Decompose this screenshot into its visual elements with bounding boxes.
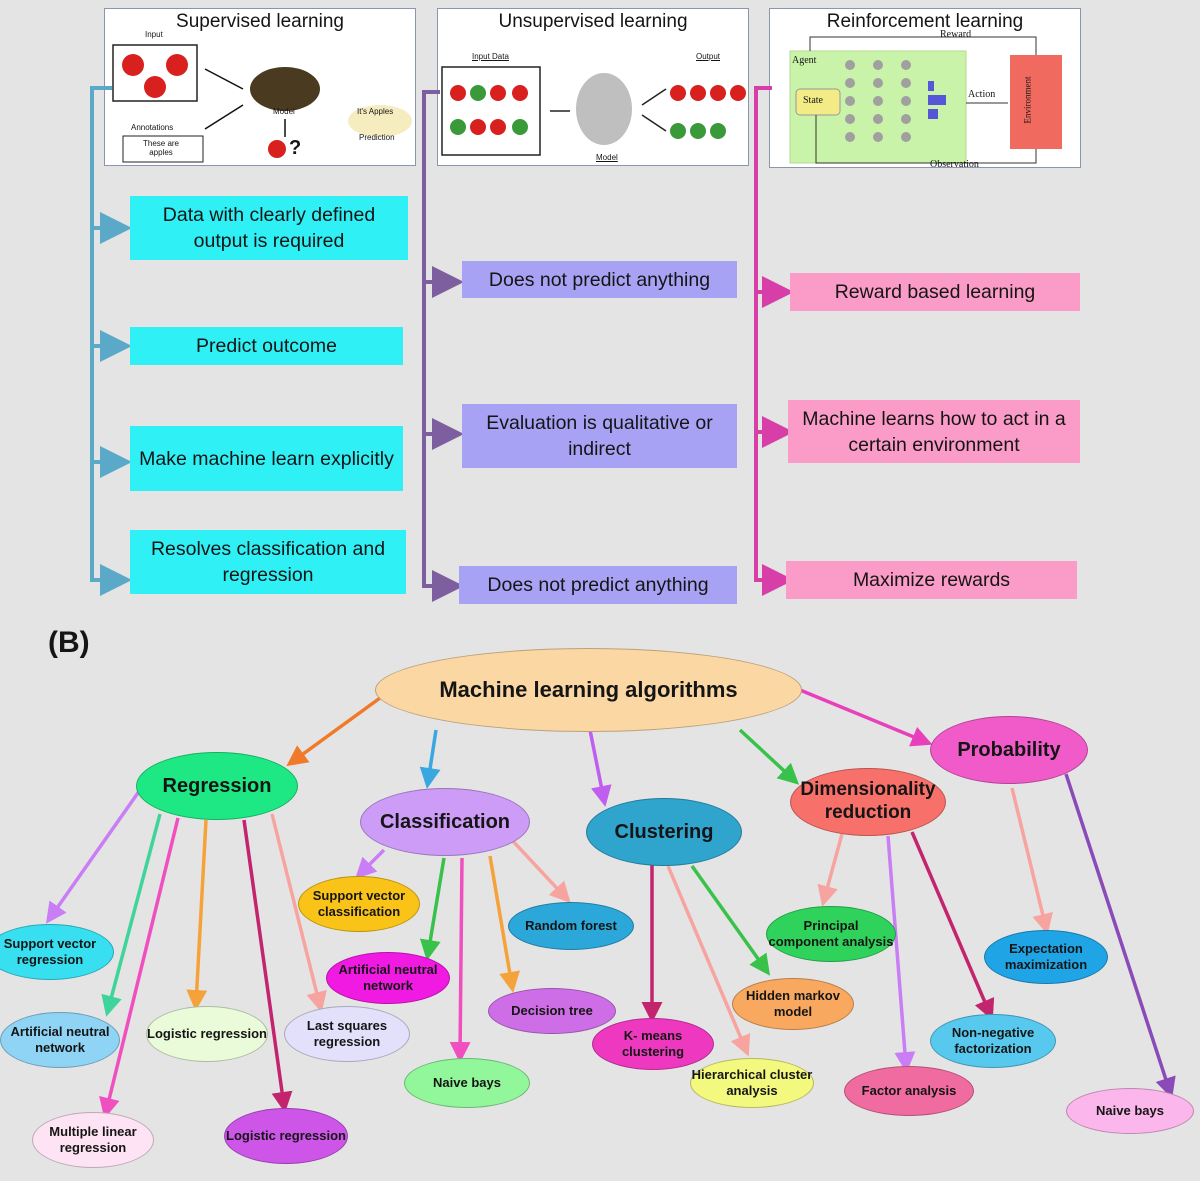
clustering-item-2: Hierarchical cluster analysis: [690, 1058, 814, 1108]
unsupervised-model-label: Model: [596, 153, 618, 162]
category-classification: Classification: [360, 788, 530, 856]
regression-item-1: Support vector regression: [0, 924, 114, 980]
supervised-question-mark: ?: [289, 137, 302, 159]
category-dimensionality: Dimensionality reduction: [790, 768, 946, 836]
reinforcement-reward-label: Reward: [940, 29, 972, 40]
supervised-model-label: Model: [273, 107, 295, 116]
classification-item-4: Decision tree: [488, 988, 616, 1034]
probability-item-1: Expectation maximization: [984, 930, 1108, 984]
reinforcement-panel-title: Reinforcement learning: [826, 11, 1024, 32]
classification-item-3: Naive bays: [404, 1058, 530, 1108]
supervised-illustration: [112, 44, 412, 163]
supervised-panel-title: Supervised learning: [176, 11, 344, 32]
reinforcement-agent-label: Agent: [792, 55, 817, 66]
supervised-point-2: Predict outcome: [130, 327, 403, 365]
supervised-point-3: Make machine learn explicitly: [130, 426, 403, 491]
unsupervised-point-3: Does not predict anything: [459, 566, 737, 604]
regression-item-3: Multiple linear regression: [32, 1112, 154, 1168]
supervised-point-1: Data with clearly defined output is requ…: [130, 196, 408, 260]
regression-item-6: Last squares regression: [284, 1006, 410, 1062]
unsupervised-panel-title: Unsupervised learning: [498, 11, 688, 32]
classification-item-5: Random forest: [508, 902, 634, 950]
clustering-item-1: K- means clustering: [592, 1018, 714, 1070]
supervised-these-are-label: These are apples: [142, 139, 180, 157]
dimensionality-item-2: Factor analysis: [844, 1066, 974, 1116]
regression-item-2: Artificial neutral network: [0, 1012, 120, 1068]
unsupervised-point-2: Evaluation is qualitative or indirect: [462, 404, 737, 468]
supervised-prediction-label: Prediction: [359, 133, 395, 142]
supervised-input-label: Input: [145, 30, 163, 39]
unsupervised-point-1: Does not predict anything: [462, 261, 737, 298]
supervised-annotations-label: Annotations: [131, 123, 174, 132]
regression-item-4: Logistic regression: [224, 1108, 348, 1164]
unsupervised-panel: Unsupervised learning Input Data Output …: [437, 8, 749, 166]
category-probability: Probability: [930, 716, 1088, 784]
supervised-point-4: Resolves classification and regression: [130, 530, 406, 594]
unsupervised-output-label: Output: [696, 52, 721, 61]
section-b-label: (B): [48, 626, 90, 659]
reinforcement-point-2: Machine learns how to act in a certain e…: [788, 400, 1080, 463]
mindmap-root: Machine learning algorithms: [375, 648, 802, 732]
classification-item-2: Artificial neutral network: [326, 952, 450, 1004]
reinforcement-point-1: Reward based learning: [790, 273, 1080, 311]
regression-item-5: Logistic regression: [146, 1006, 268, 1062]
category-clustering: Clustering: [586, 798, 742, 866]
unsupervised-input-data-label: Input Data: [472, 52, 509, 61]
reinforcement-state-label: State: [803, 95, 823, 106]
probability-item-2: Naive bays: [1066, 1088, 1194, 1134]
classification-item-1: Support vector classification: [298, 876, 420, 932]
clustering-item-3: Hidden markov model: [732, 978, 854, 1030]
unsupervised-illustration: [441, 66, 746, 156]
reinforcement-point-3: Maximize rewards: [786, 561, 1077, 599]
dimensionality-item-3: Non-negative factorization: [930, 1014, 1056, 1068]
panel-a-brackets: [90, 86, 794, 602]
dimensionality-item-1: Principal component analysis: [766, 906, 896, 962]
reinforcement-panel: Reinforcement learning Reward Agent Stat…: [769, 8, 1081, 170]
supervised-its-apples-label: It's Apples: [357, 107, 394, 116]
reinforcement-illustration: [789, 36, 1062, 164]
reinforcement-observation-label: Observation: [930, 159, 979, 170]
category-regression: Regression: [136, 752, 298, 820]
supervised-panel: Supervised learning Input Model Annotati…: [104, 8, 416, 166]
reinforcement-action-label: Action: [968, 89, 996, 100]
